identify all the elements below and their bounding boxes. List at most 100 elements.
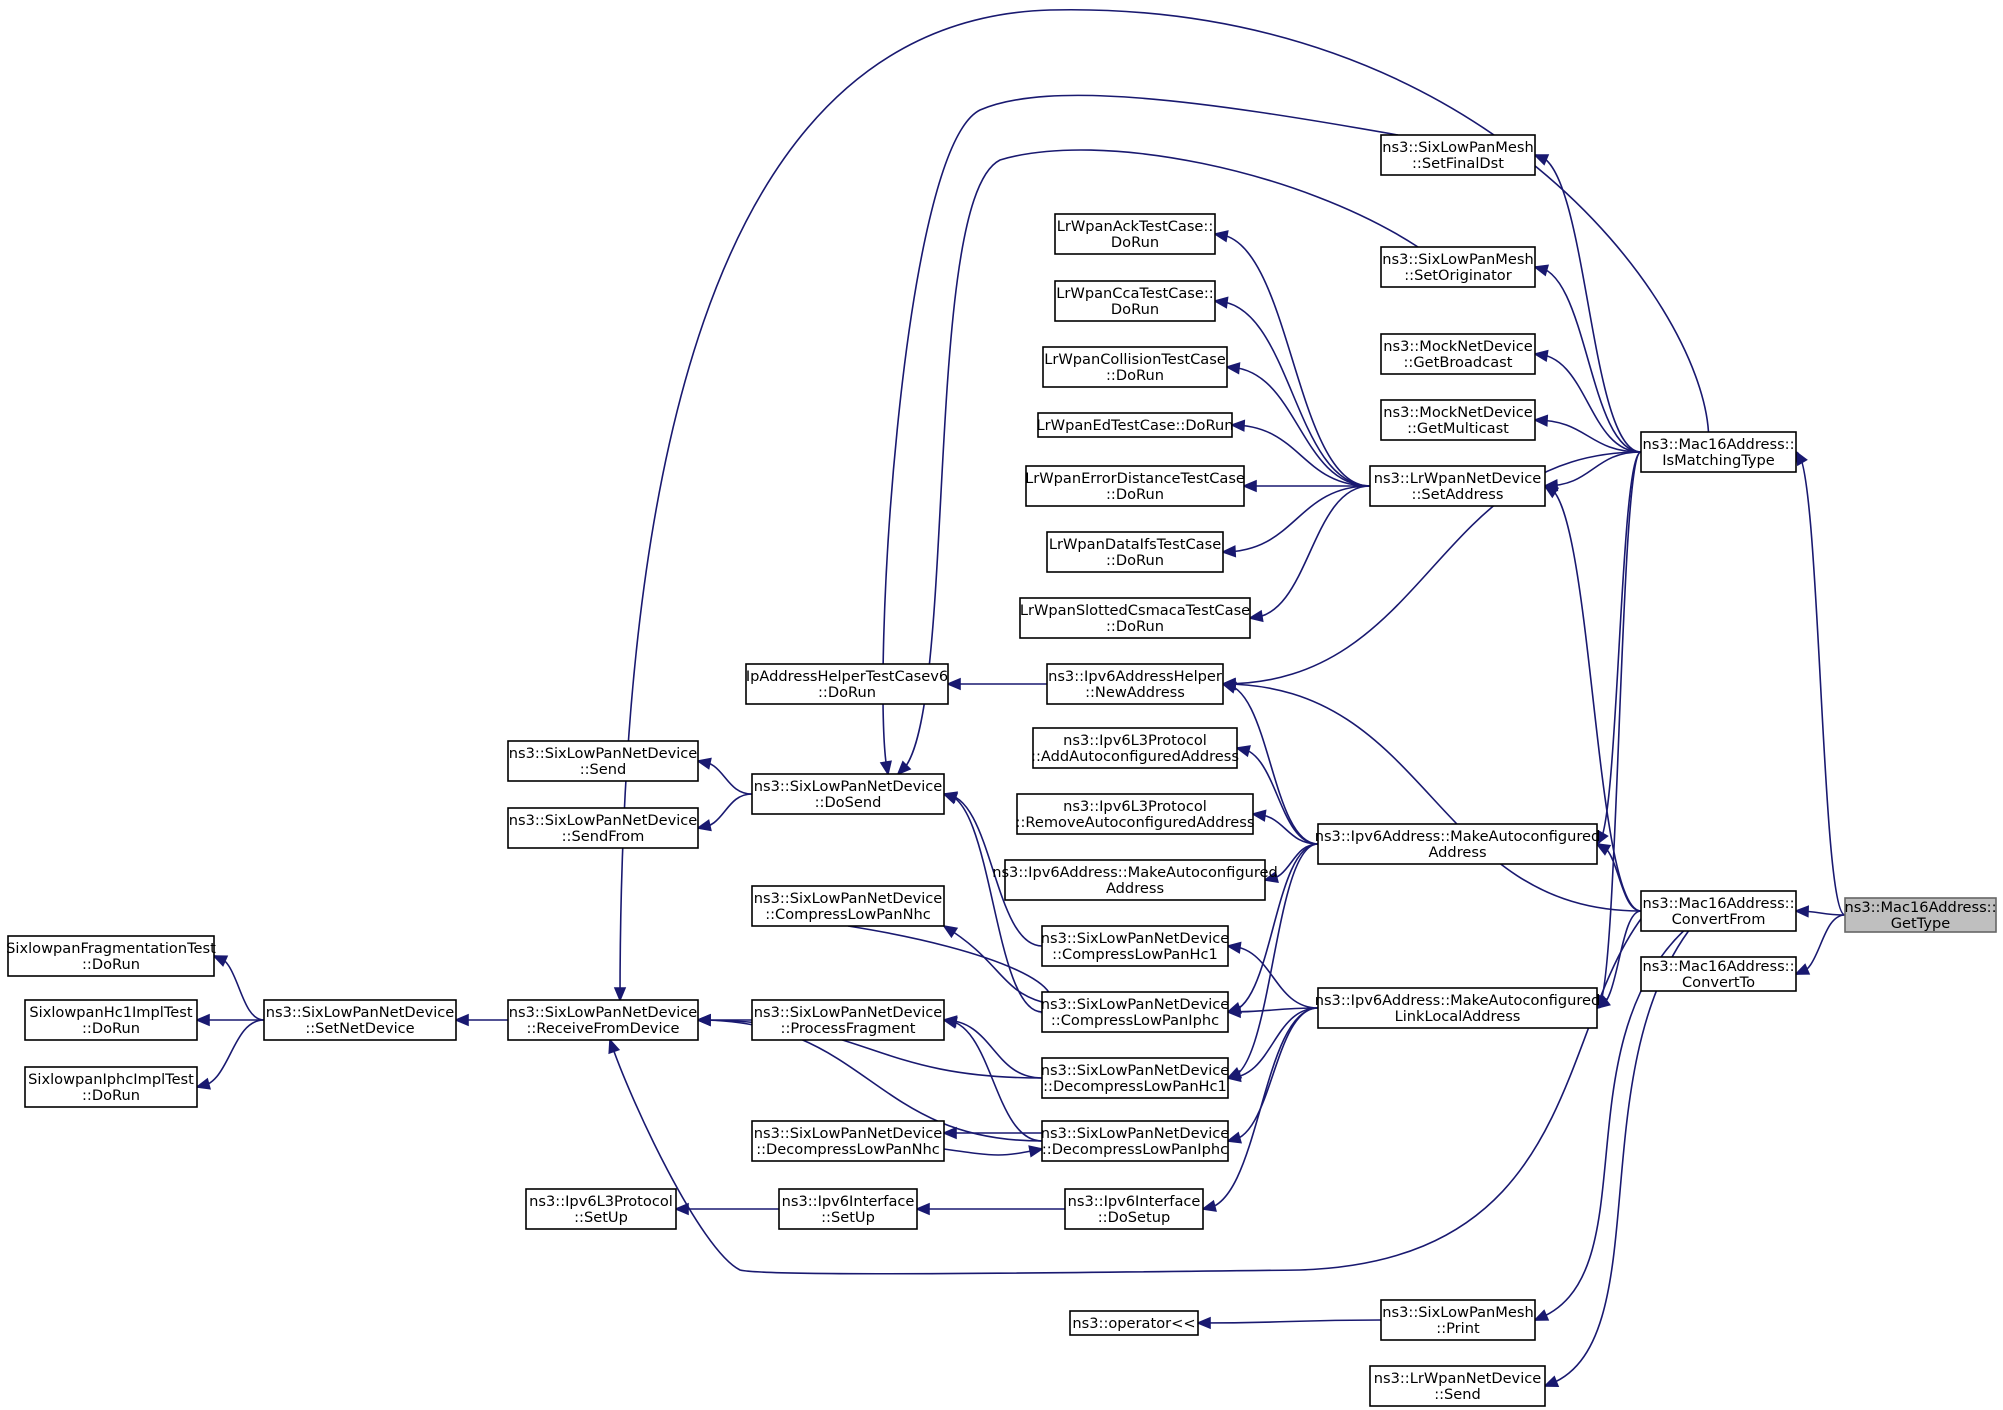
node-box[interactable] [263,999,457,1041]
node-ReceiveFromDevice[interactable]: ns3::SixLowPanNetDevice::ReceiveFromDevi… [507,999,699,1041]
edge-line [1227,1007,1319,1142]
node-DecompressIphc[interactable]: ns3::SixLowPanNetDevice::DecompressLowPa… [1041,1120,1230,1162]
node-box[interactable] [1640,956,1797,992]
node-box[interactable] [751,1120,945,1162]
node-Ipv6L3SetUp[interactable]: ns3::Ipv6L3Protocol::SetUp [525,1188,677,1230]
node-GetType[interactable]: ns3::Mac16Address::GetType [1844,897,1997,933]
node-box[interactable] [1640,890,1797,932]
node-MakeAutoAddr[interactable]: ns3::Ipv6Address::MakeAutoconfiguredAddr… [1315,823,1601,865]
node-DecompressHc1[interactable]: ns3::SixLowPanNetDevice::DecompressLowPa… [1041,1057,1230,1099]
node-box[interactable] [1380,246,1536,288]
node-CompressHc1[interactable]: ns3::SixLowPanNetDevice::CompressLowPanH… [1041,925,1230,967]
node-box[interactable] [1041,991,1229,1033]
node-box[interactable] [24,1066,198,1108]
node-box[interactable] [1046,663,1224,705]
node-box[interactable] [1046,531,1224,573]
node-box[interactable] [1041,925,1229,967]
node-NewAddress[interactable]: ns3::Ipv6AddressHelper::NewAddress [1046,663,1224,705]
node-DecompressNhc[interactable]: ns3::SixLowPanNetDevice::DecompressLowPa… [751,1120,945,1162]
node-box[interactable] [525,1188,677,1230]
node-box[interactable] [507,807,699,849]
node-box[interactable] [1380,1299,1536,1341]
node-box[interactable] [1069,1310,1199,1336]
edge-line [1197,1319,1382,1324]
node-box[interactable] [1016,793,1254,835]
node-MakeAutoLL[interactable]: ns3::Ipv6Address::MakeAutoconfiguredLink… [1315,987,1601,1029]
node-CcaDoRun[interactable]: LrWpanCcaTestCase::DoRun [1054,280,1216,322]
node-MakeAutoAddr2[interactable]: ns3::Ipv6Address::MakeAutoconfiguredAddr… [992,859,1278,901]
node-box[interactable] [1369,1365,1546,1407]
node-LrSend[interactable]: ns3::LrWpanNetDevice::Send [1369,1365,1546,1407]
node-box[interactable] [751,773,945,815]
node-box[interactable] [1041,1057,1229,1099]
node-box[interactable] [1317,987,1598,1029]
node-box[interactable] [1380,399,1536,441]
node-box[interactable] [745,663,949,705]
edge-arrowhead [1221,681,1238,694]
node-EdDoRun[interactable]: LrWpanEdTestCase::DoRun [1037,412,1234,438]
node-Ipv6IfSetUp[interactable]: ns3::Ipv6Interface::SetUp [778,1188,918,1230]
node-ConvertTo[interactable]: ns3::Mac16Address::ConvertTo [1640,956,1797,992]
node-SetOriginator[interactable]: ns3::SixLowPanMesh::SetOriginator [1380,246,1536,288]
node-box[interactable] [1025,465,1245,507]
node-box[interactable] [778,1188,918,1230]
node-box[interactable] [1640,431,1797,473]
node-label-line: ::Send [580,761,627,778]
node-box[interactable] [751,885,945,927]
edge-line [1596,843,1642,912]
node-FragTestDoRun[interactable]: SixlowpanFragmentationTest::DoRun [6,935,216,977]
node-box[interactable] [507,999,699,1041]
node-SlottedDoRun[interactable]: LrWpanSlottedCsmacaTestCase::DoRun [1019,597,1251,639]
node-box[interactable] [1037,412,1233,438]
node-CompressNhc[interactable]: ns3::SixLowPanNetDevice::CompressLowPanN… [751,885,945,927]
node-MockGetBroadcast[interactable]: ns3::MockNetDevice::GetBroadcast [1380,333,1536,375]
node-label-line: SixlowpanHc1ImplTest [29,1004,192,1021]
node-box[interactable] [751,999,945,1041]
node-LrSetAddress[interactable]: ns3::LrWpanNetDevice::SetAddress [1369,465,1546,507]
node-label-line: ns3::Ipv6L3Protocol [1063,798,1207,815]
node-box[interactable] [7,935,215,977]
node-MeshPrint[interactable]: ns3::SixLowPanMesh::Print [1380,1299,1536,1341]
node-box[interactable] [1369,465,1546,507]
node-AddAutoAddr[interactable]: ns3::Ipv6L3Protocol::AddAutoconfiguredAd… [1031,727,1239,769]
node-label-line: ::AddAutoconfiguredAddress [1031,748,1239,765]
edge-MakeAutoLL-DecompressHc1 [1225,1007,1319,1083]
node-box[interactable] [1380,333,1536,375]
node-Hc1TestDoRun[interactable]: SixlowpanHc1ImplTest::DoRun [24,999,198,1041]
node-OperatorOut[interactable]: ns3::operator<< [1069,1310,1199,1336]
node-SixSend[interactable]: ns3::SixLowPanNetDevice::Send [507,740,699,782]
node-SetFinalDst[interactable]: ns3::SixLowPanMesh::SetFinalDst [1380,134,1536,176]
node-CollisionDoRun[interactable]: LrWpanCollisionTestCase::DoRun [1042,346,1228,388]
node-box[interactable] [1032,727,1238,769]
node-ProcessFragment[interactable]: ns3::SixLowPanNetDevice::ProcessFragment [751,999,945,1041]
node-DataIfsDoRun[interactable]: LrWpanDataIfsTestCase::DoRun [1046,531,1224,573]
node-box[interactable] [1317,823,1598,865]
node-label-line: ::ReceiveFromDevice [526,1020,679,1037]
node-box[interactable] [507,740,699,782]
node-box[interactable] [1844,897,1997,933]
node-CompressIphc[interactable]: ns3::SixLowPanNetDevice::CompressLowPanI… [1041,991,1230,1033]
node-MockGetMulticast[interactable]: ns3::MockNetDevice::GetMulticast [1380,399,1536,441]
node-RemoveAutoAddr[interactable]: ns3::Ipv6L3Protocol::RemoveAutoconfigure… [1016,793,1255,835]
node-box[interactable] [24,999,198,1041]
node-ErrDistDoRun[interactable]: LrWpanErrorDistanceTestCase::DoRun [1025,465,1245,507]
node-IpHelperTest[interactable]: IpAddressHelperTestCasev6::DoRun [745,663,949,705]
node-box[interactable] [1064,1188,1204,1230]
edge-Ipv6IfSetUp-Ipv6L3SetUp [673,1202,780,1216]
node-ConvertFrom[interactable]: ns3::Mac16Address::ConvertFrom [1640,890,1797,932]
node-SixSendFrom[interactable]: ns3::SixLowPanNetDevice::SendFrom [507,807,699,849]
node-AckDoRun[interactable]: LrWpanAckTestCase::DoRun [1054,213,1216,255]
node-Ipv6IfDoSetup[interactable]: ns3::Ipv6Interface::DoSetup [1064,1188,1204,1230]
node-box[interactable] [1004,859,1266,901]
node-IsMatchingType[interactable]: ns3::Mac16Address::IsMatchingType [1640,431,1797,473]
node-box[interactable] [1054,280,1216,322]
node-SetNetDevice[interactable]: ns3::SixLowPanNetDevice::SetNetDevice [263,999,457,1041]
node-IphcTestDoRun[interactable]: SixlowpanIphcImplTest::DoRun [24,1066,198,1108]
node-box[interactable] [1041,1120,1229,1162]
node-label-line: ns3::Ipv6L3Protocol [1063,732,1207,749]
node-DoSend[interactable]: ns3::SixLowPanNetDevice::DoSend [751,773,945,815]
node-box[interactable] [1019,597,1251,639]
node-box[interactable] [1042,346,1228,388]
node-box[interactable] [1054,213,1216,255]
node-box[interactable] [1380,134,1536,176]
